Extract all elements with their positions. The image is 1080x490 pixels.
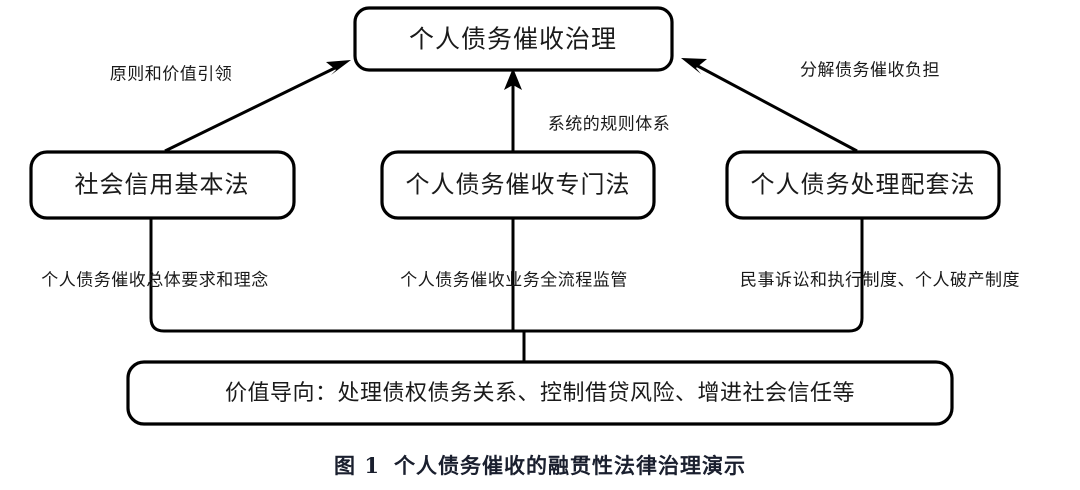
edge-label-bottom-to-middle: 个人债务催收业务全流程监管 xyxy=(400,271,628,291)
node-middle[interactable]: 个人债务催收专门法 xyxy=(380,150,656,220)
figure-caption: 图 1 个人债务催收的融贯性法律治理演示 xyxy=(0,450,1080,480)
node-bottom-box[interactable] xyxy=(126,360,954,426)
node-right[interactable]: 个人债务处理配套法 xyxy=(725,150,1001,220)
node-top-box[interactable] xyxy=(353,6,674,72)
node-top-label: 个人债务催收治理 xyxy=(409,25,617,54)
edge-label-left-to-top: 原则和价值引领 xyxy=(110,65,233,85)
node-bottom-label: 价值导向：处理债权债务关系、控制借贷风险、增进社会信任等 xyxy=(225,381,855,406)
arrowhead-middle-to-top xyxy=(504,68,522,90)
node-left-label: 社会信用基本法 xyxy=(75,171,250,199)
edge-label-bottom-to-right: 民事诉讼和执行制度、个人破产制度 xyxy=(740,271,1020,291)
connector-bottom-to-right xyxy=(524,218,864,333)
figure-caption-text: 个人债务催收的融贯性法律治理演示 xyxy=(393,453,746,478)
edge-label-bottom-to-left: 个人债务催收总体要求和理念 xyxy=(41,270,269,291)
node-right-label: 个人债务处理配套法 xyxy=(751,171,976,199)
connector-right-to-top xyxy=(693,62,858,153)
connector-bottom-to-left xyxy=(149,218,524,333)
edge-label-middle-to-top: 系统的规则体系 xyxy=(548,115,671,135)
node-top[interactable]: 个人债务催收治理 xyxy=(353,6,674,72)
connector-left-to-top xyxy=(164,64,340,153)
arrowhead-right-to-top xyxy=(681,58,707,74)
figure-caption-number: 图 1 xyxy=(334,453,380,478)
node-middle-label: 个人债务催收专门法 xyxy=(406,171,631,199)
node-bottom[interactable]: 价值导向：处理债权债务关系、控制借贷风险、增进社会信任等 xyxy=(126,360,954,426)
node-right-box[interactable] xyxy=(725,150,1001,220)
node-left[interactable]: 社会信用基本法 xyxy=(29,150,296,220)
node-middle-box[interactable] xyxy=(380,150,656,220)
arrowhead-left-to-top xyxy=(326,60,351,75)
edge-label-right-to-top: 分解债务催收负担 xyxy=(800,61,940,81)
node-left-box[interactable] xyxy=(29,150,296,220)
